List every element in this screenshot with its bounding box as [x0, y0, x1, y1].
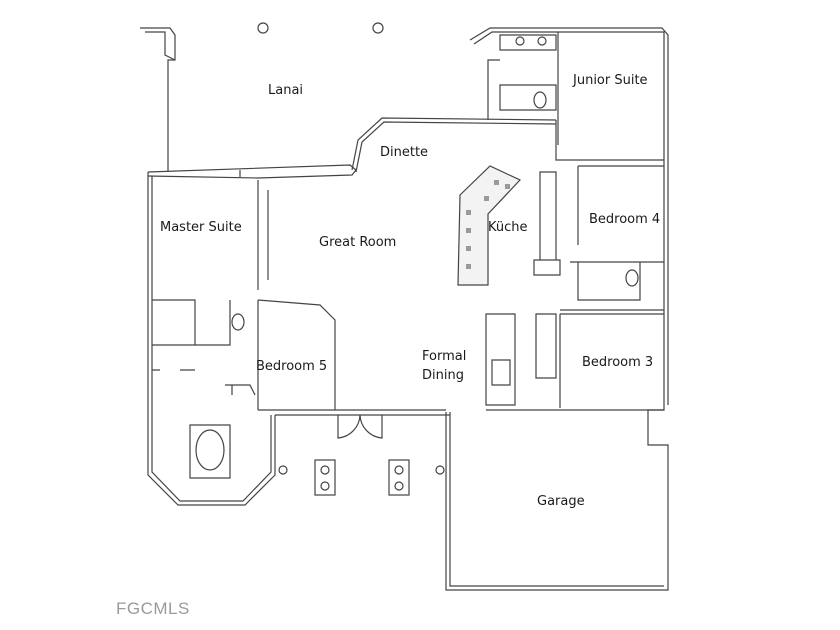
- room-label-great-room: Great Room: [319, 235, 397, 250]
- room-label-lanai: Lanai: [268, 83, 304, 98]
- great-room-bottom-wall: [258, 409, 450, 416]
- watermark: FGCMLS: [116, 599, 190, 618]
- lanai-post-left: [257, 22, 269, 34]
- front-door: [337, 414, 383, 439]
- bedroom-3-wall: [486, 309, 664, 411]
- room-label-kuche: Küche: [488, 220, 528, 235]
- dinette-bay: [351, 117, 557, 171]
- room-label-garage: Garage: [537, 494, 585, 509]
- room-label-bedroom-3: Bedroom 3: [582, 355, 654, 370]
- lanai-post-right: [372, 22, 384, 34]
- room-label-junior-suite: Junior Suite: [573, 73, 648, 88]
- room-label-formal-dining-1: Formal: [422, 349, 467, 364]
- junior-suite-wall: [469, 27, 669, 170]
- bedroom-4-wall: [570, 159, 664, 263]
- kitchen-counter: [533, 171, 561, 276]
- column-top-left: [140, 27, 176, 172]
- room-label-bedroom-4: Bedroom 4: [589, 212, 661, 227]
- master-tub: [195, 429, 225, 471]
- room-label-dinette: Dinette: [380, 145, 429, 160]
- room-label-bedroom-5: Bedroom 5: [256, 359, 328, 374]
- master-suite-wall: [147, 172, 276, 506]
- room-label-master-suite: Master Suite: [160, 220, 242, 235]
- kitchen-island: [457, 165, 522, 286]
- bedroom-5-wall: [257, 299, 336, 410]
- room-label-formal-dining-2: Dining: [422, 368, 464, 383]
- lanai-wall: [147, 164, 357, 179]
